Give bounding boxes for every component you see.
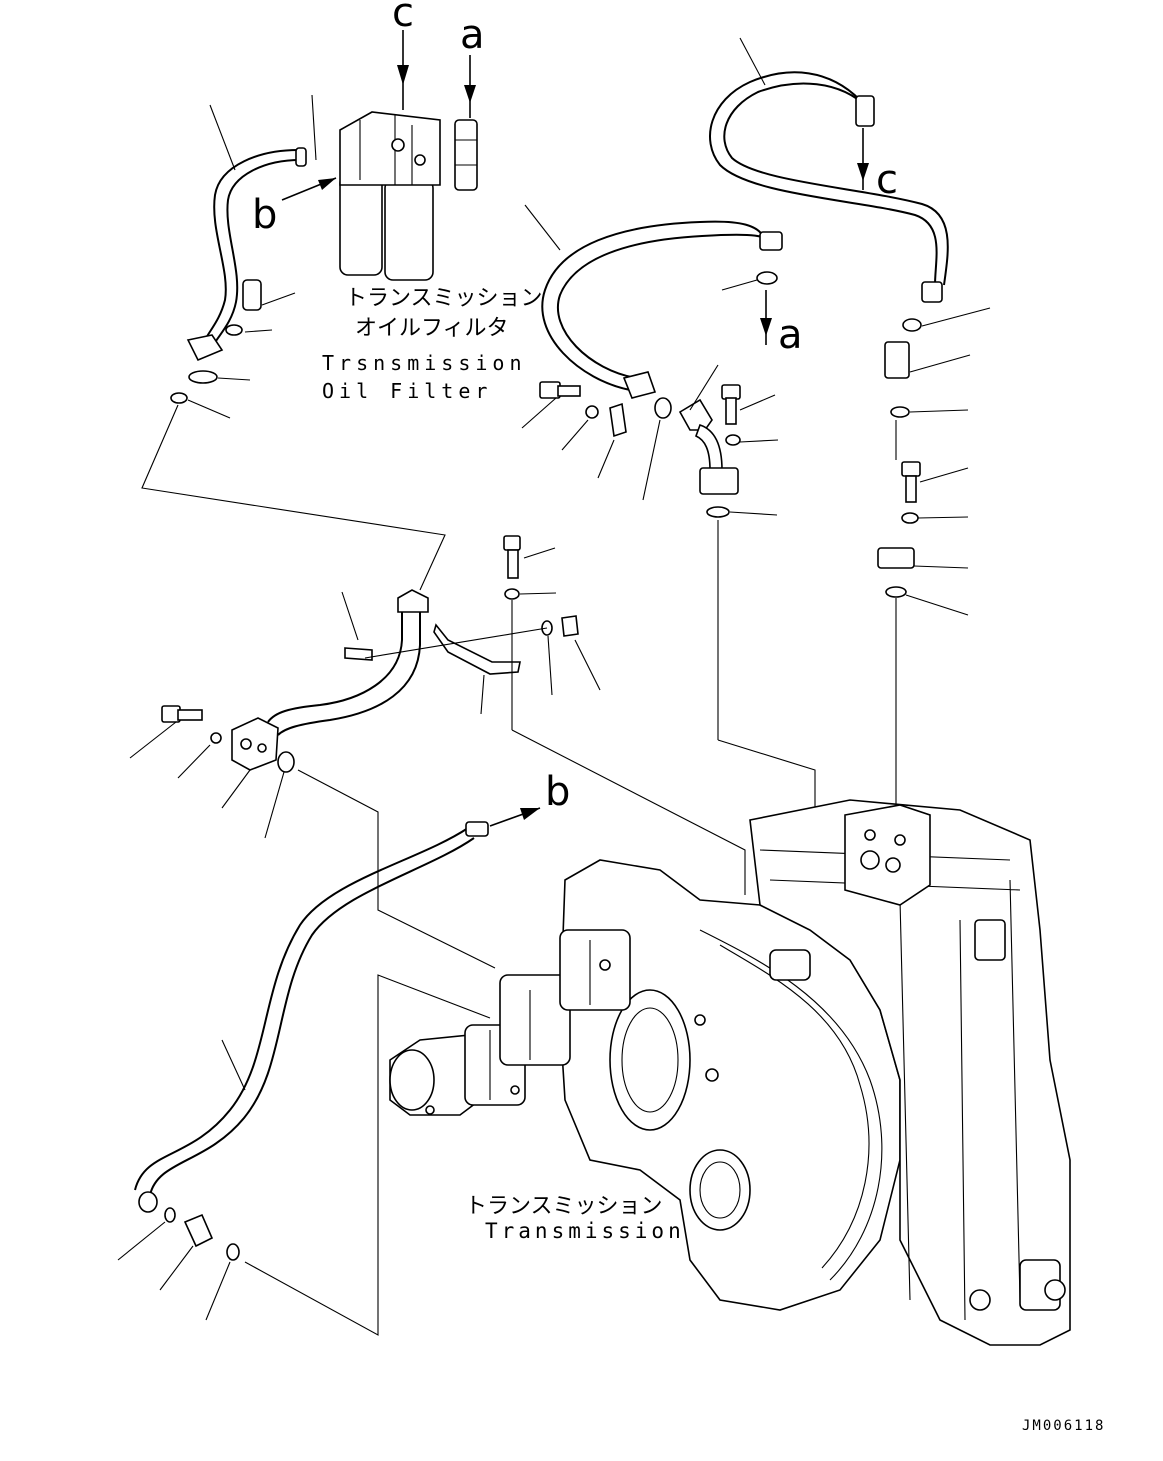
hydraulic-pump [389, 929, 631, 1116]
letter-a-mid: a [778, 312, 803, 358]
transmission-label-en: Transmission [485, 1219, 685, 1243]
filter-label-en2: Oil Filter [322, 379, 492, 403]
letter-a-top: a [460, 12, 485, 58]
oil-filter-assembly [339, 111, 478, 281]
filter-label-en: Trsnsmission [322, 351, 527, 375]
valve-block [844, 804, 931, 906]
filter-label-jp: トランスミッション [345, 286, 543, 311]
middle-hose [524, 204, 783, 419]
middle-fasteners [521, 381, 661, 501]
letter-c-top: c [392, 0, 414, 36]
letter-b-right: b [545, 769, 570, 815]
filter-label-jp2: オイルフィルタ [355, 316, 509, 341]
transmission-housing [559, 799, 1071, 1346]
right-fittings [877, 307, 991, 616]
clamp-bracket [341, 535, 746, 895]
letter-c-right: c [876, 157, 898, 203]
drawing-id: JM006118 [1022, 1418, 1105, 1434]
letter-b-left: b [252, 192, 277, 238]
transmission-label-jp: トランスミッション [465, 1194, 663, 1219]
right-hose [709, 37, 949, 303]
filter-inlet-pipe [129, 589, 429, 839]
long-hose [117, 821, 489, 1321]
elbow-flange [678, 364, 779, 518]
filter-outlet-hose [170, 94, 317, 419]
